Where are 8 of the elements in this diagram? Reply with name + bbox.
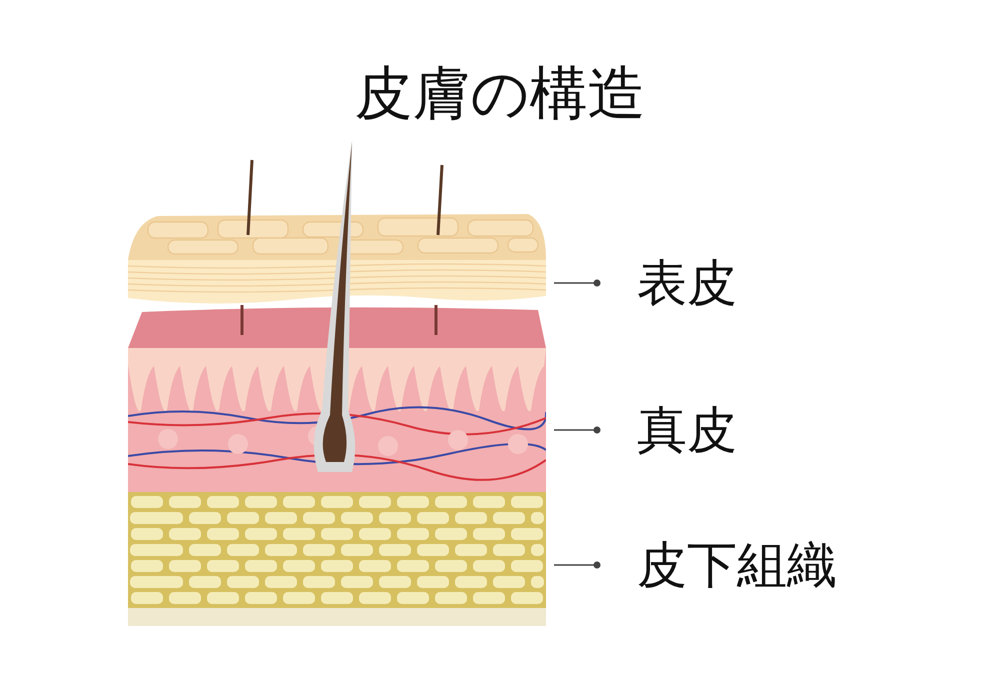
leader-line	[554, 426, 600, 434]
title: 皮膚の構造	[354, 58, 646, 128]
leader-line	[554, 562, 600, 568]
leader-line	[554, 280, 600, 286]
skin-layer-drawing	[128, 304, 546, 492]
layer-label: 皮下組織	[597, 537, 837, 593]
layer-label: 表皮	[597, 255, 737, 311]
layer-label: 真皮	[597, 402, 737, 458]
